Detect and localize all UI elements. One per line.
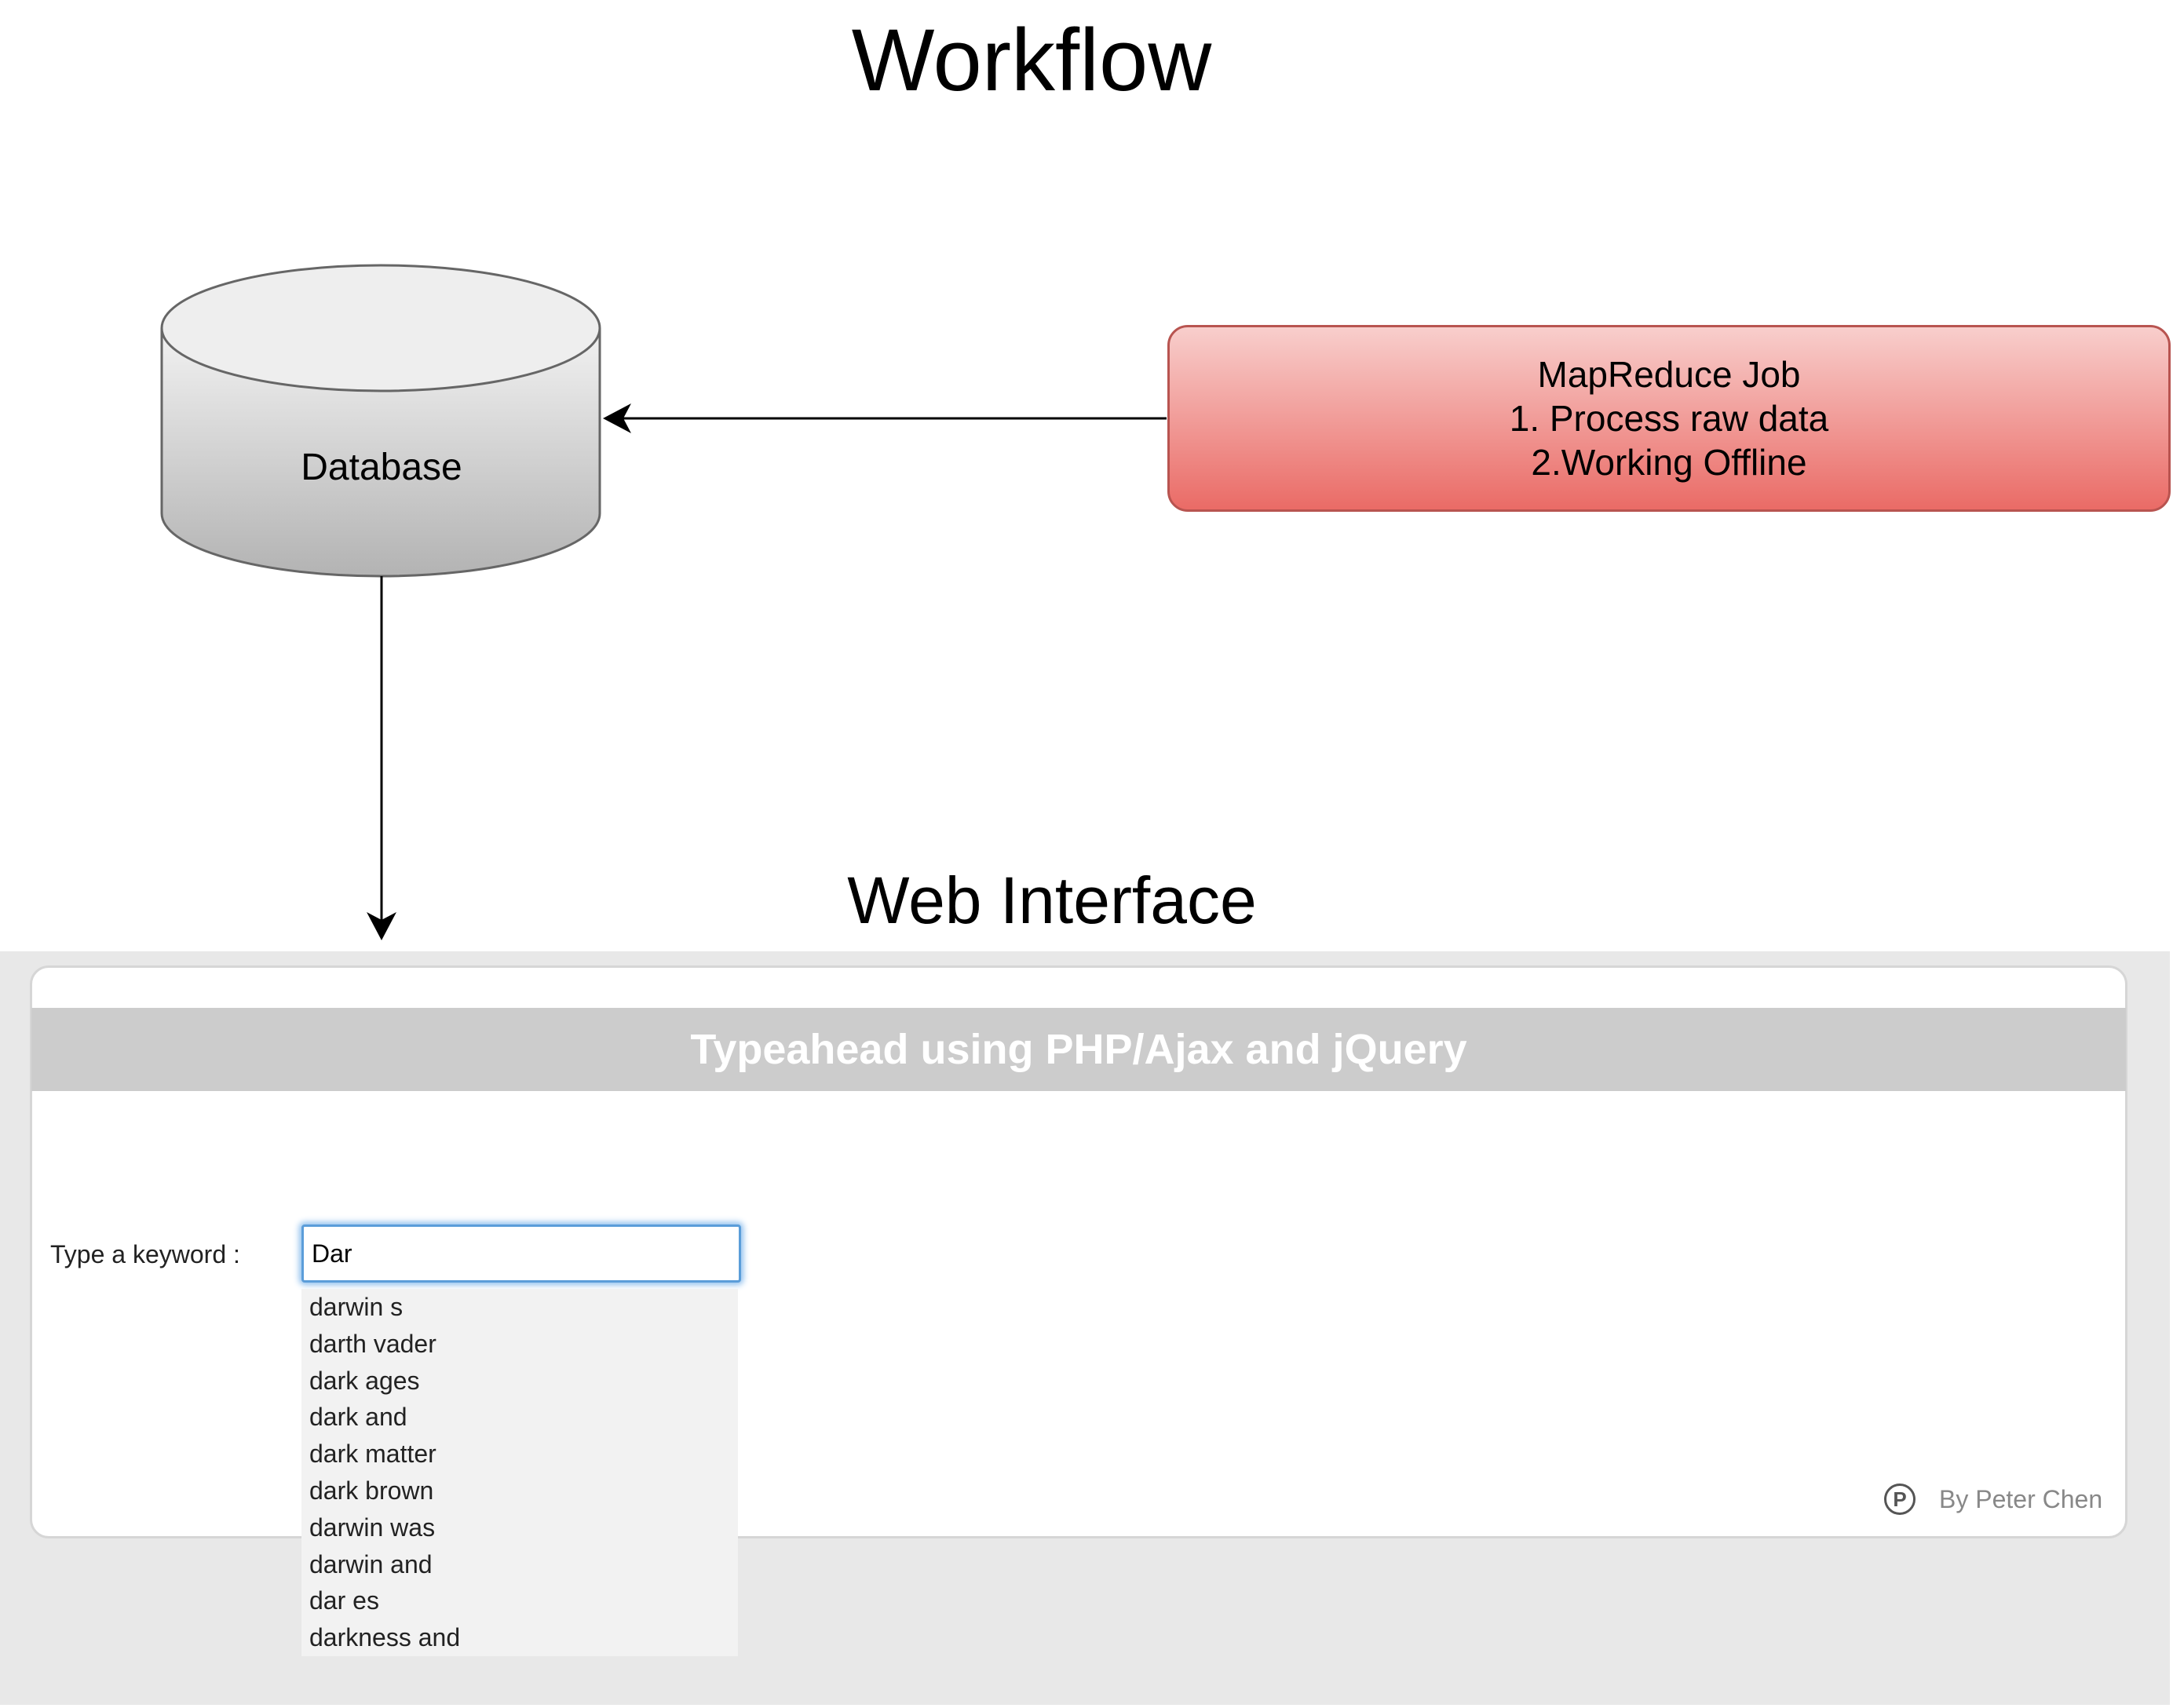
suggestion-item[interactable]: dar es <box>309 1586 379 1615</box>
suggestion-item[interactable]: darkness and <box>309 1623 461 1652</box>
arrow-database-to-web <box>367 576 396 940</box>
suggestion-item[interactable]: dark brown <box>309 1476 434 1505</box>
arrow-mapreduce-to-database <box>603 403 1167 433</box>
suggestion-item[interactable]: darth vader <box>309 1329 436 1358</box>
mapreduce-step-2: 2.Working Offline <box>1531 442 1807 483</box>
web-app-header: Typeahead using PHP/Ajax and jQuery <box>31 1008 2126 1091</box>
keyword-input[interactable] <box>301 1224 741 1283</box>
author-credit-text: By Peter Chen <box>1939 1484 2103 1513</box>
suggestion-item[interactable]: dark and <box>309 1403 407 1432</box>
author-credit: P By Peter Chen <box>1884 1476 2102 1523</box>
suggestion-item[interactable]: darwin s <box>309 1293 404 1321</box>
diagram-canvas <box>160 264 1167 940</box>
suggestion-item[interactable]: darwin and <box>309 1549 433 1578</box>
web-interface-title: Web Interface <box>847 863 1257 937</box>
database-label: Database <box>301 447 462 488</box>
workflow-title: Workflow <box>851 11 1212 109</box>
suggestion-item[interactable]: darwin was <box>309 1513 436 1542</box>
mapreduce-step-1: 1. Process raw data <box>1509 398 1829 439</box>
author-logo-icon: P <box>1884 1484 1916 1515</box>
mapreduce-title: MapReduce Job <box>1537 354 1801 395</box>
mapreduce-job-box: MapReduce Job 1. Process raw data 2.Work… <box>1167 325 2171 512</box>
suggestion-dropdown: darwin s darth vader dark ages dark and … <box>301 1289 738 1656</box>
database-cylinder <box>160 264 601 578</box>
suggestion-item[interactable]: dark ages <box>309 1366 420 1395</box>
suggestion-item[interactable]: dark matter <box>309 1440 436 1469</box>
keyword-label: Type a keyword : <box>50 1240 240 1268</box>
